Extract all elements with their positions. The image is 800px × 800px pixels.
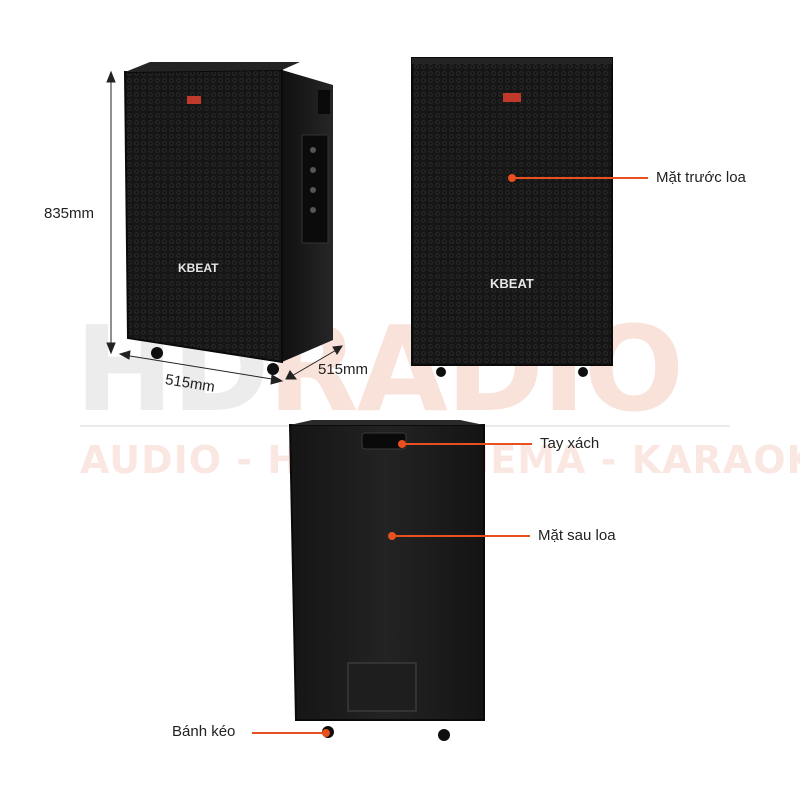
callout-back-label: Mặt sau loa [538, 527, 616, 544]
wheel [151, 347, 163, 359]
back-plate [347, 662, 417, 712]
callout-line-front [514, 177, 648, 179]
wheel [578, 367, 588, 377]
callout-front-label: Mặt trước loa [656, 169, 746, 186]
speaker-front-view: KBEAT [411, 57, 613, 377]
callout-wheels-label: Bánh kéo [172, 723, 236, 740]
speaker-front-grille [123, 68, 283, 364]
speaker-angled-view: KBEAT [123, 62, 333, 375]
speaker-front-grille [411, 57, 613, 366]
callout-line-handle [404, 443, 532, 445]
wheel [436, 367, 446, 377]
wheel [267, 363, 279, 375]
side-handle [318, 90, 330, 114]
wheel [438, 729, 450, 741]
speaker-logo-angled: KBEAT [178, 261, 219, 275]
dimension-lines [106, 70, 343, 385]
depth-dimension: 515mm [318, 361, 369, 378]
callout-dot-wheels [322, 729, 330, 737]
callout-line-wheels [252, 732, 322, 734]
carry-handle [361, 432, 407, 450]
callout-dot-front [508, 174, 516, 182]
speaker-back-view [288, 420, 485, 741]
speaker-logo-front: KBEAT [490, 276, 534, 291]
speaker-top [125, 62, 300, 72]
front-indicator [187, 96, 201, 104]
callout-dot-handle [398, 440, 406, 448]
callout-dot-back [388, 532, 396, 540]
front-indicator [503, 93, 521, 102]
callout-line-back [394, 535, 530, 537]
callout-handle-label: Tay xách [540, 435, 600, 452]
height-dimension: 835mm [44, 205, 95, 222]
